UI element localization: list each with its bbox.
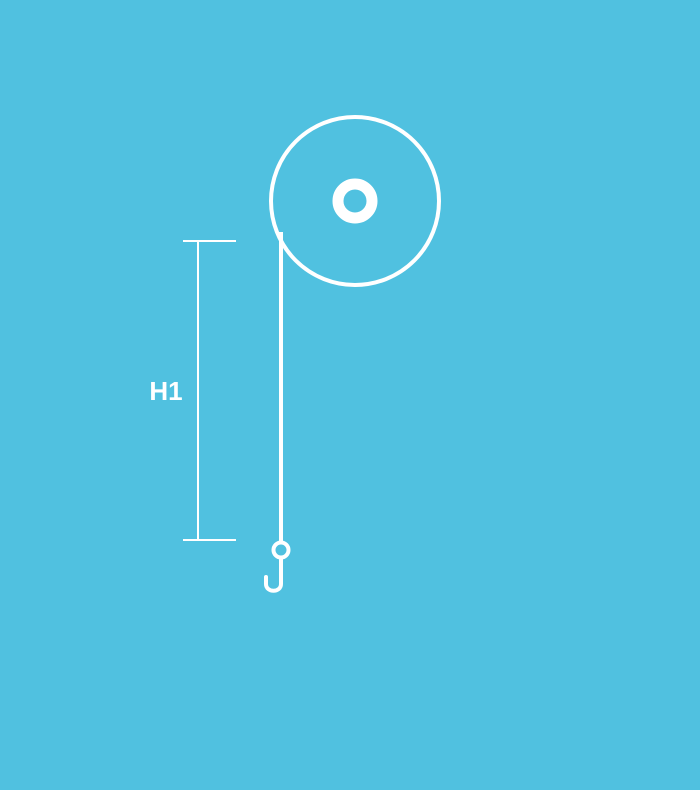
- height-dimension: [183, 240, 236, 541]
- pulley-axle: [332, 178, 378, 224]
- hook: [264, 540, 291, 593]
- dimension-label: H1: [149, 376, 182, 406]
- pulley-wheel: [269, 115, 441, 287]
- pulley: [269, 115, 441, 287]
- hook-curve: [264, 556, 283, 593]
